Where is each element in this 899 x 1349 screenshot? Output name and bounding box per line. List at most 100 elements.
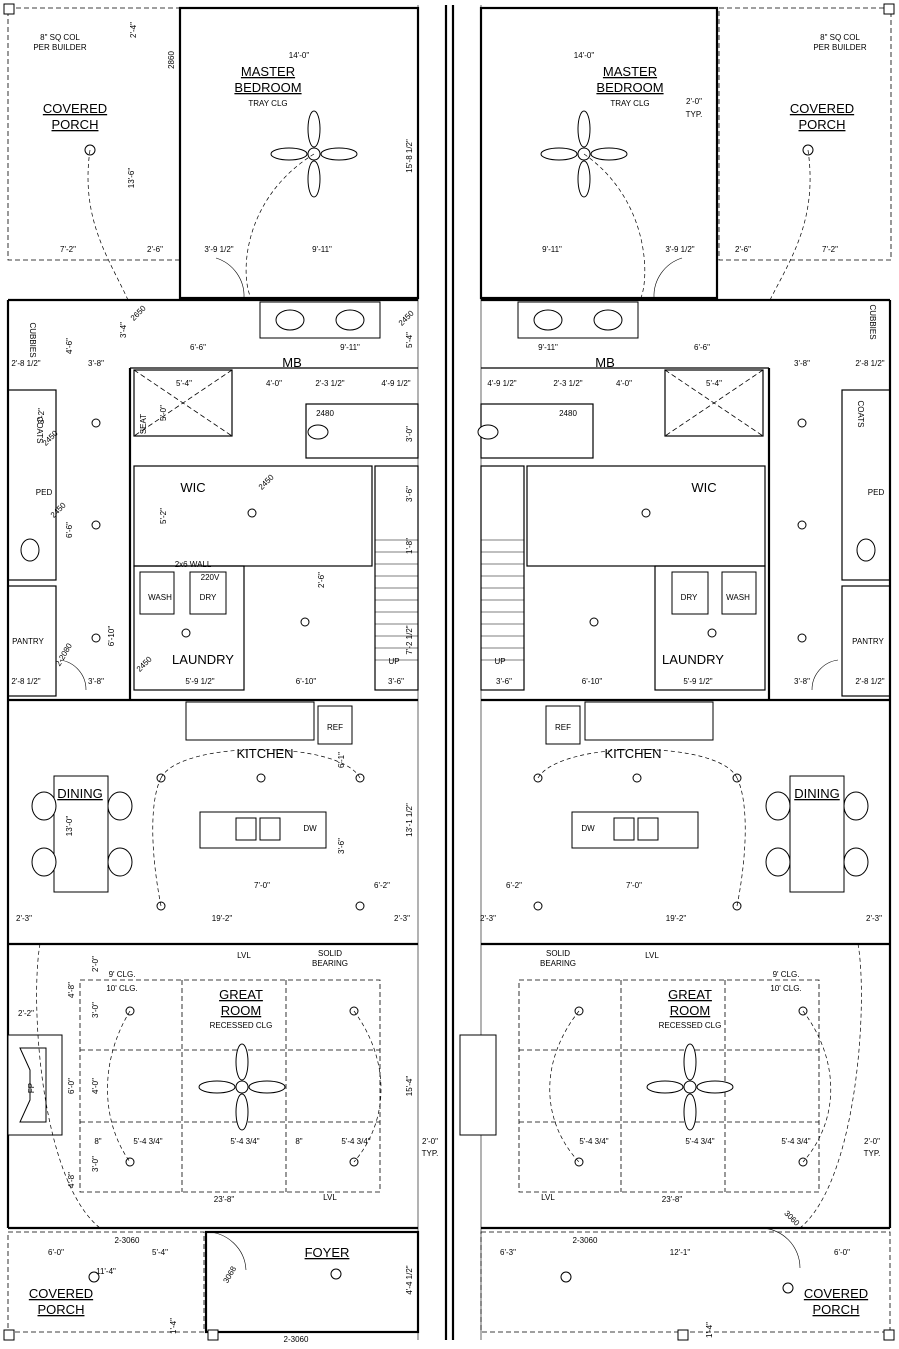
- r-dry-label: DRY: [681, 593, 698, 602]
- fp-label: FP: [27, 1083, 36, 1093]
- dim-2450c: 2450: [135, 654, 154, 673]
- r-porch-top-label-2: PORCH: [799, 117, 846, 132]
- r-mb-label: MB: [595, 355, 615, 370]
- dim-2-8b: 2'-8 1/2": [11, 677, 40, 686]
- dim-3-0: 3'-0": [405, 426, 414, 442]
- kitchen-label: KITCHEN: [236, 746, 293, 761]
- clg9-label: 9' CLG.: [109, 970, 136, 979]
- r-wash-label: WASH: [726, 593, 750, 602]
- dim-3-4: 3'-4": [119, 322, 128, 338]
- dim-3-9: 3'-9 1/2": [204, 245, 233, 254]
- left-unit-walls: [6, 6, 420, 1334]
- ref-label: REF: [327, 723, 343, 732]
- dim-14-0: 14'-0": [289, 51, 310, 60]
- dim-4-8: 4'-8": [67, 982, 76, 998]
- dim-5-9: 5'-9 1/2": [185, 677, 214, 686]
- r-master-label-2: BEDROOM: [596, 80, 663, 95]
- r-dim-7-0: 7'-0": [626, 881, 642, 890]
- door-swings: [59, 257, 839, 1271]
- dining-chairs: [31, 791, 869, 877]
- laundry-label: LAUNDRY: [172, 652, 234, 667]
- dim-3-8: 3'-8": [88, 359, 104, 368]
- recessed-label: RECESSED CLG: [210, 1021, 273, 1030]
- r-up-label: UP: [494, 657, 505, 666]
- dim-2-6b: 2'-6": [317, 572, 326, 588]
- r-dim-3-8: 3'-8": [794, 359, 810, 368]
- dim-2860: 2860: [167, 51, 176, 69]
- r-dim-3-9: 3'-9 1/2": [665, 245, 694, 254]
- master-label-1: MASTER: [241, 64, 295, 79]
- r-dim-2-0b: 2'-0": [864, 1137, 880, 1146]
- dim-3-6: 3'-6": [405, 486, 414, 502]
- r-dim-6-3: 6'-3": [500, 1248, 516, 1257]
- wiring-runs: [36, 149, 862, 1229]
- dim-3-2: 3'-2": [37, 408, 46, 424]
- dim-3-6b: 3'-6": [388, 677, 404, 686]
- dim-15-4: 15'-4": [405, 1076, 414, 1097]
- solid-bearing-2: BEARING: [312, 959, 348, 968]
- dim-4-6: 4'-6": [65, 338, 74, 354]
- dim-2-2: 2'-2": [18, 1009, 34, 1018]
- dim-4-0b: 4'-0": [91, 1078, 100, 1094]
- dim-2-6: 2'-6": [147, 245, 163, 254]
- r-dim-2-3b: 2'-3": [480, 914, 496, 923]
- dim-2-0b: 2'-0": [422, 1137, 438, 1146]
- porch-bottom-label-2: PORCH: [38, 1302, 85, 1317]
- r-dim-5-4-3a: 5'-4 3/4": [579, 1137, 608, 1146]
- col-note-2: PER BUILDER: [33, 43, 87, 52]
- dim-3-0b: 3'-0": [91, 1002, 100, 1018]
- dim-3-0c: 3'-0": [91, 1156, 100, 1172]
- r-lvl-label: LVL: [645, 951, 659, 960]
- column-posts: [3, 3, 895, 1341]
- dry-label: DRY: [200, 593, 217, 602]
- r-clg10-label: 10' CLG.: [770, 984, 801, 993]
- r-laundry-label: LAUNDRY: [662, 652, 724, 667]
- dim-7-0: 7'-0": [254, 881, 270, 890]
- r-solid-bearing-1: SOLID: [546, 949, 570, 958]
- dim-2-3060b: 2-3060: [284, 1335, 309, 1344]
- dim-6-6b: 6'-6": [65, 522, 74, 538]
- left-dimensions: 14'-0" 13'-6" 15'-8 1/2" 7'-2" 2'-6" 3'-…: [11, 22, 438, 1344]
- r-dim-3-6: 3'-6": [496, 677, 512, 686]
- dim-7-2: 7'-2": [60, 245, 76, 254]
- r-dim-2-3060: 2-3060: [573, 1236, 598, 1245]
- coats-label: COATS: [35, 417, 44, 444]
- dim-6-0b: 6'-0": [48, 1248, 64, 1257]
- dim-19-2: 19'-2": [212, 914, 233, 923]
- wic-label: WIC: [180, 480, 205, 495]
- r-porch-bottom-label-1: COVERED: [804, 1286, 868, 1301]
- r-ref-label: REF: [555, 723, 571, 732]
- r-coats-label: COATS: [856, 401, 865, 428]
- r-typ-label: TYP.: [686, 110, 703, 119]
- r-great-room-label-1: GREAT: [668, 987, 712, 1002]
- r-lvl-label-2: LVL: [541, 1193, 555, 1202]
- dim-23-8: 23'-8": [214, 1195, 235, 1204]
- dim-5-4-3b: 5'-4 3/4": [230, 1137, 259, 1146]
- r-dim-9-11b: 9'-11": [538, 343, 558, 352]
- dim-3068: 3068: [221, 1264, 238, 1284]
- r-dim-5-9: 5'-9 1/2": [683, 677, 712, 686]
- r-solid-bearing-2: BEARING: [540, 959, 576, 968]
- dim-2-3b: 2'-3": [16, 914, 32, 923]
- dim-15-8: 15'-8 1/2": [405, 139, 414, 173]
- r-dw-label: DW: [581, 824, 595, 833]
- porch-top-label-2: PORCH: [52, 117, 99, 132]
- dim-5-4-3a: 5'-4 3/4": [133, 1137, 162, 1146]
- porch-top-label-1: COVERED: [43, 101, 107, 116]
- r-dim-6-2: 6'-2": [506, 881, 522, 890]
- mb-label: MB: [282, 355, 302, 370]
- dim-2-3060: 2-3060: [115, 1236, 140, 1245]
- col-note-1: 8" SQ COL: [40, 33, 80, 42]
- r-pantry-label: PANTRY: [852, 637, 884, 646]
- dim-3-6c: 3'-6": [337, 838, 346, 854]
- dim-2450d: 2450: [257, 472, 276, 491]
- r-dim-2-3c: 2'-3": [866, 914, 882, 923]
